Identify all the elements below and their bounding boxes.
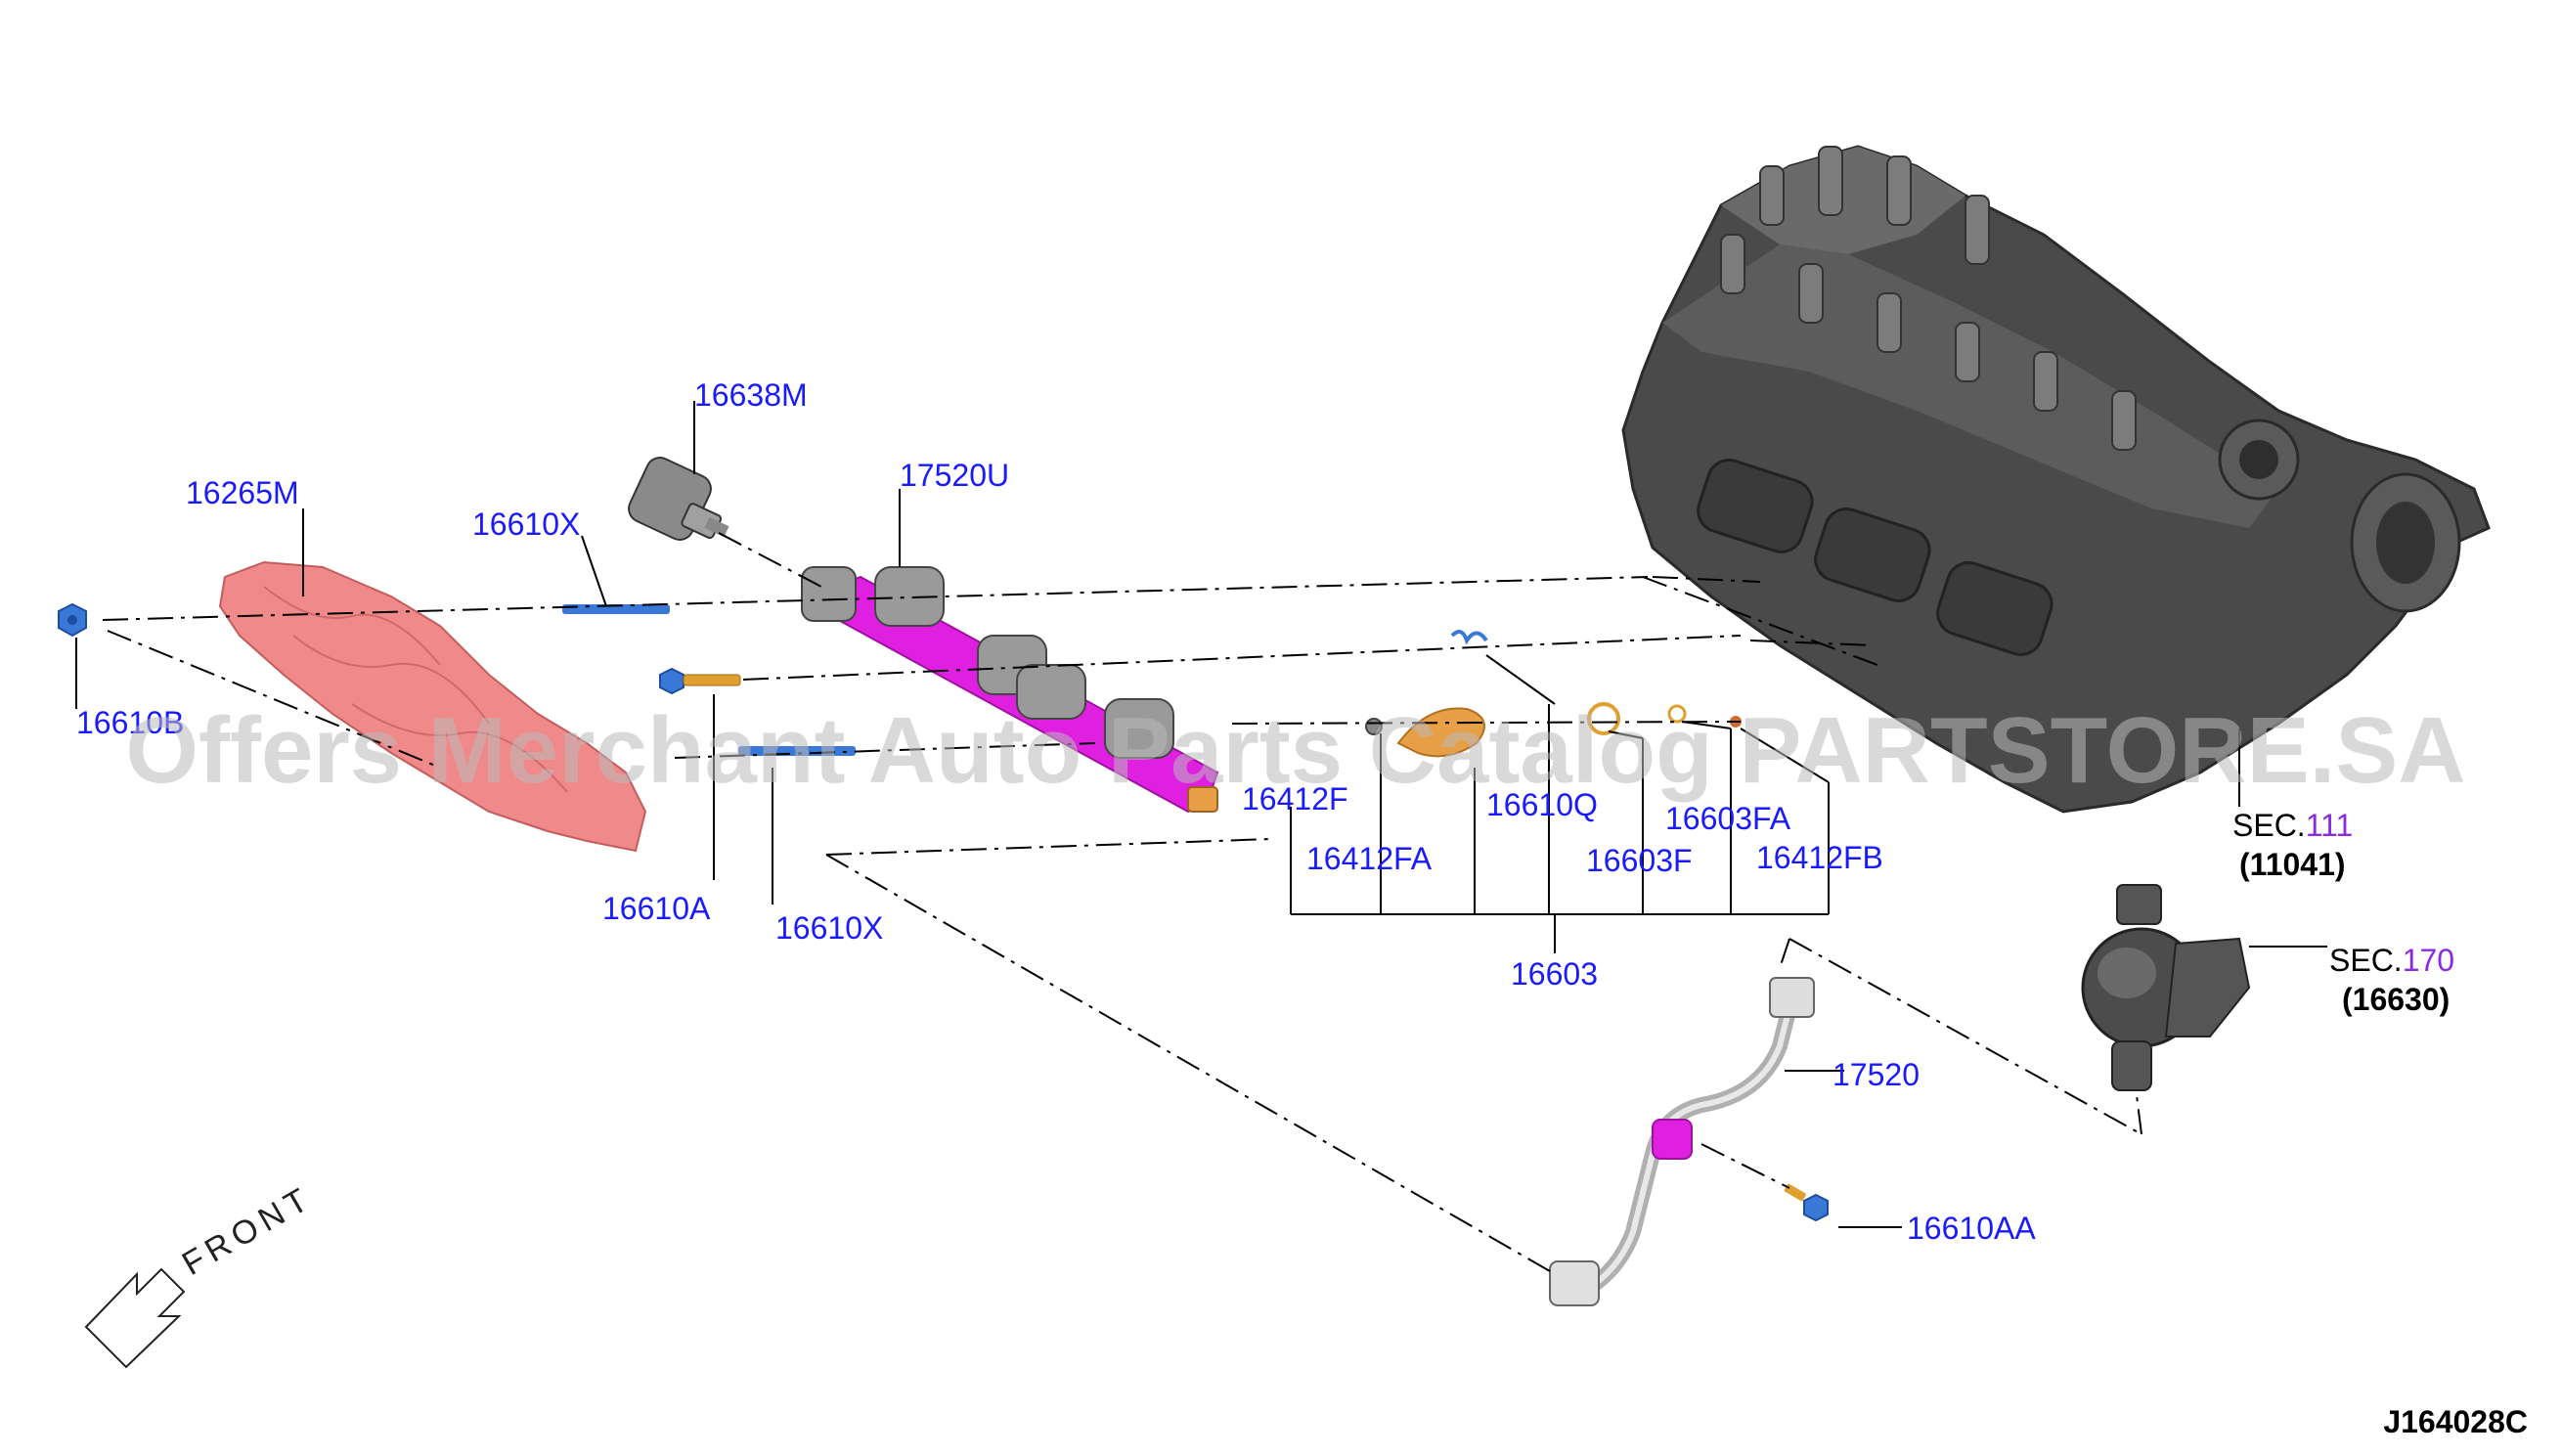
section-ref-170[interactable]: SEC.170 xyxy=(2329,943,2454,978)
fuel-pipe-image xyxy=(1549,977,1815,1306)
label-16603[interactable]: 16603 xyxy=(1511,956,1598,992)
fuel-rail-image xyxy=(801,566,1219,814)
label-16412F[interactable]: 16412F xyxy=(1242,781,1348,816)
figure-id: J164028C xyxy=(2383,1404,2528,1439)
label-16610X-top[interactable]: 16610X xyxy=(472,507,580,542)
part-labels: 16638M 16265M 16610X 17520U 16610B 16610… xyxy=(76,377,2454,1246)
pressure-sensor-image xyxy=(628,457,729,541)
cylinder-head-image xyxy=(1621,145,2491,814)
label-16610X-bottom[interactable]: 16610X xyxy=(775,910,883,946)
label-16610AA[interactable]: 16610AA xyxy=(1907,1211,2036,1246)
nut-16610B-image xyxy=(58,602,87,638)
label-16610Q[interactable]: 16610Q xyxy=(1486,787,1598,822)
label-16610A[interactable]: 16610A xyxy=(602,891,711,926)
heat-shield-image xyxy=(218,560,647,853)
leader-lines xyxy=(75,401,2327,1228)
label-16412FB[interactable]: 16412FB xyxy=(1756,840,1883,875)
label-16603FA[interactable]: 16603FA xyxy=(1665,801,1791,836)
label-16603F[interactable]: 16603F xyxy=(1586,843,1693,878)
label-17520U[interactable]: 17520U xyxy=(900,458,1009,493)
label-17520[interactable]: 17520 xyxy=(1832,1057,1920,1092)
front-arrow-icon xyxy=(84,1267,186,1369)
bolt-16610A-image xyxy=(659,667,741,695)
label-16265M[interactable]: 16265M xyxy=(186,475,299,510)
label-16412FA[interactable]: 16412FA xyxy=(1306,841,1433,876)
assembly-lines xyxy=(102,532,2142,1272)
label-16610B[interactable]: 16610B xyxy=(76,705,184,740)
section-code-11041: (11041) xyxy=(2239,847,2346,882)
label-16638M[interactable]: 16638M xyxy=(694,377,808,413)
watermark-text: Offers Merchant Auto Parts Catalog PARTS… xyxy=(125,698,2465,803)
fuel-pump-image xyxy=(2081,884,2251,1091)
section-ref-111[interactable]: SEC.111 xyxy=(2232,808,2353,843)
front-direction-indicator: FRONT xyxy=(84,1178,319,1369)
bolt-16610AA-image xyxy=(1784,1183,1829,1222)
section-code-16630: (16630) xyxy=(2342,982,2450,1017)
front-label: FRONT xyxy=(176,1178,319,1282)
